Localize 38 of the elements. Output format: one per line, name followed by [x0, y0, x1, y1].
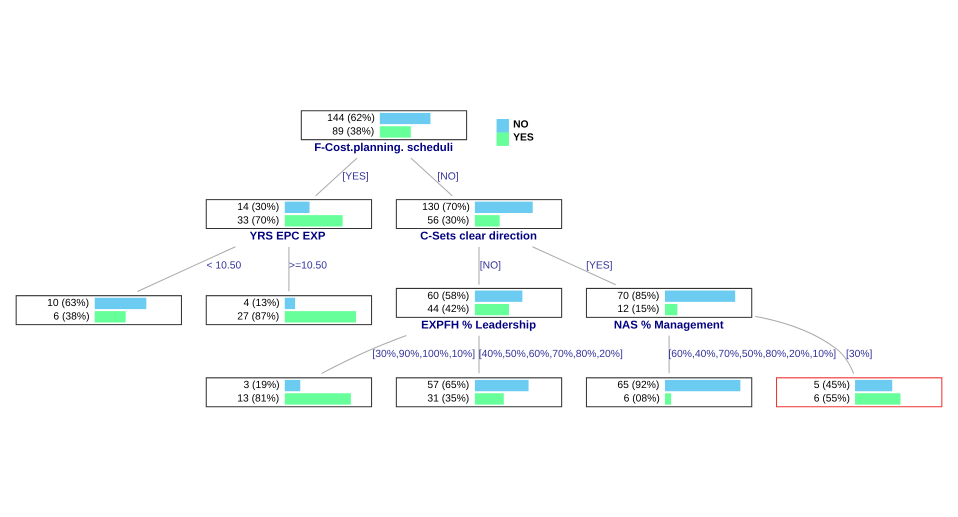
connector: [321, 334, 407, 374]
connector: [668, 335, 670, 373]
edge-label: [NO]: [480, 260, 501, 271]
connector: [478, 246, 480, 284]
edge-label: < 10.50: [206, 260, 242, 271]
node-box: 144 (62%) 89 (38%): [300, 110, 468, 140]
node-box: 70 (85%) 12 (15%): [586, 287, 752, 318]
connector: [410, 157, 453, 196]
node-label: EXPFH % Leadership: [421, 319, 536, 332]
edge-label: [YES]: [342, 170, 369, 182]
node-label: C-Sets clear direction: [420, 230, 537, 242]
node-label: NAS % Management: [614, 319, 724, 332]
node-label: F-Cost.planning. scheduli: [314, 141, 454, 154]
edge-label: [30%]: [846, 348, 872, 360]
node-label: YRS EPC EXP: [250, 230, 326, 242]
connector: [532, 246, 616, 285]
connector: [315, 157, 358, 196]
node-box: 5 (45%) 6 (55%): [776, 376, 942, 407]
edge-label: [YES]: [586, 260, 613, 271]
node-box: 10 (63%) 6 (38%): [16, 294, 182, 325]
connector: [137, 246, 236, 292]
node-box: 14 (30%) 33 (70%): [206, 198, 372, 229]
connector: [755, 315, 854, 374]
legend-label: NO: [513, 118, 529, 130]
edge-label: [NO]: [437, 170, 459, 182]
edge-label: >=10.50: [289, 260, 327, 271]
edge-label: [30%,90%,100%,10%]: [372, 348, 476, 360]
node-box: 3 (19%) 13 (81%): [206, 376, 372, 407]
node-box: 60 (58%) 44 (42%): [396, 287, 562, 318]
node-box: 65 (92%) 6 (08%): [586, 376, 752, 407]
legend-label: YES: [513, 132, 534, 144]
connector: [288, 246, 290, 291]
connector: [478, 335, 480, 373]
node-box: 4 (13%) 27 (87%): [206, 294, 372, 325]
node-box: 130 (70%) 56 (30%): [396, 198, 562, 229]
edge-label: [60%,40%,70%,50%,80%,20%,10%]: [668, 348, 836, 360]
node-box: 57 (65%) 31 (35%): [396, 376, 562, 407]
edge-label: [40%,50%,60%,70%,80%,20%]: [478, 348, 623, 360]
